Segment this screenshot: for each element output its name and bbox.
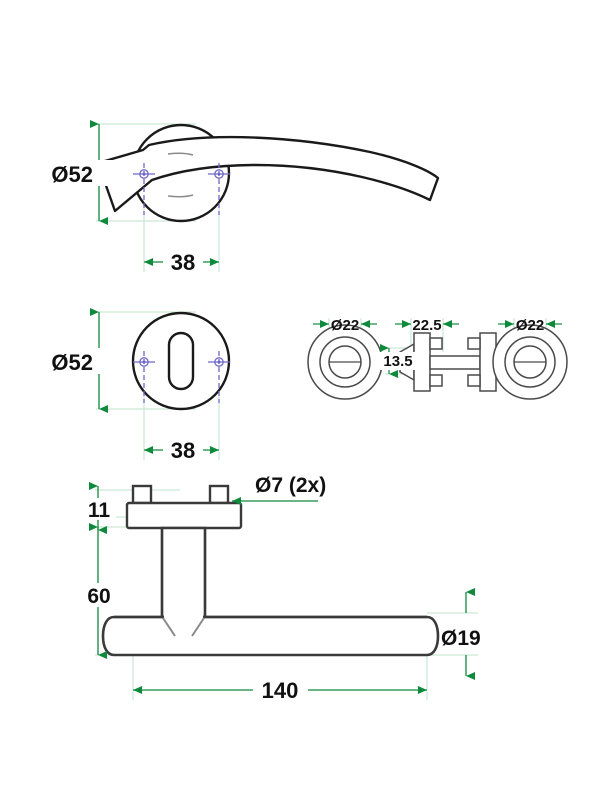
keyhole-slot — [167, 331, 195, 391]
dimension-lever-diameter: Ø19 — [441, 588, 481, 680]
dimension-label-lever-length: 140 — [262, 678, 299, 703]
dimension-rose-offset-escutcheon: 38 — [144, 436, 219, 463]
junction-fill — [164, 612, 203, 622]
lever-highlight-lower — [167, 194, 194, 198]
dimension-label-rose-diameter-escutcheon: Ø52 — [51, 350, 93, 375]
dimension-left-boss-diameter: Ø22 — [313, 317, 377, 334]
dimension-right-boss-diameter: Ø22 — [498, 317, 562, 334]
dimension-label-left-boss-diameter: Ø22 — [331, 317, 359, 334]
lever-body-top — [96, 135, 440, 213]
dimension-label-spindle-height: 13.5 — [383, 353, 412, 370]
dimension-label-lever-diameter: Ø19 — [441, 627, 481, 650]
dimension-label-rose-offset-escutcheon: 38 — [171, 438, 195, 463]
fillet-left — [162, 617, 176, 637]
view-spindle-detail: Ø22 22.5 13.5 Ø22 — [307, 317, 568, 400]
lever-bar — [101, 615, 440, 657]
view-top-lever: Ø52 38 — [51, 120, 440, 275]
center-mark-left-escutcheon — [133, 351, 155, 403]
dimension-label-flange-thickness: 11 — [88, 499, 111, 522]
dimension-neck-height: 60 — [78, 523, 120, 659]
center-mark-right-top — [208, 163, 230, 215]
callout-pin-diameter: Ø7 (2x) — [232, 474, 326, 505]
lever-neck — [160, 526, 207, 619]
spindle-right-rose — [492, 324, 568, 400]
center-mark-right-escutcheon — [208, 351, 230, 403]
dimension-label-right-boss-diameter: Ø22 — [516, 317, 544, 334]
view-escutcheon: Ø52 38 — [51, 308, 231, 463]
dimension-rose-diameter-top: Ø52 — [51, 120, 124, 225]
dimension-rose-offset-top: 38 — [144, 248, 219, 275]
dimension-label-neck-height: 60 — [87, 585, 110, 608]
dimension-label-rose-offset-top: 38 — [171, 250, 195, 275]
center-mark-left-top — [133, 163, 155, 215]
dimension-label-rose-diameter-top: Ø52 — [51, 162, 93, 187]
dimension-spindle-plate-width: 22.5 — [395, 317, 459, 334]
spindle-left-rose — [307, 324, 383, 400]
dimension-lever-length: 140 — [133, 676, 427, 703]
dimension-flange-thickness: 11 — [82, 482, 116, 534]
lever-flange — [125, 484, 243, 530]
view-side-elevation: Ø7 (2x) 11 60 140 Ø19 — [78, 474, 481, 703]
fillet-right — [191, 617, 205, 637]
lever-highlight-upper — [167, 152, 194, 156]
dimension-spindle-height: 13.5 — [380, 344, 416, 378]
dimension-label-spindle-plate-width: 22.5 — [412, 317, 441, 334]
callout-label-pin-diameter: Ø7 (2x) — [255, 474, 326, 497]
dimension-rose-diameter-escutcheon: Ø52 — [51, 308, 124, 413]
